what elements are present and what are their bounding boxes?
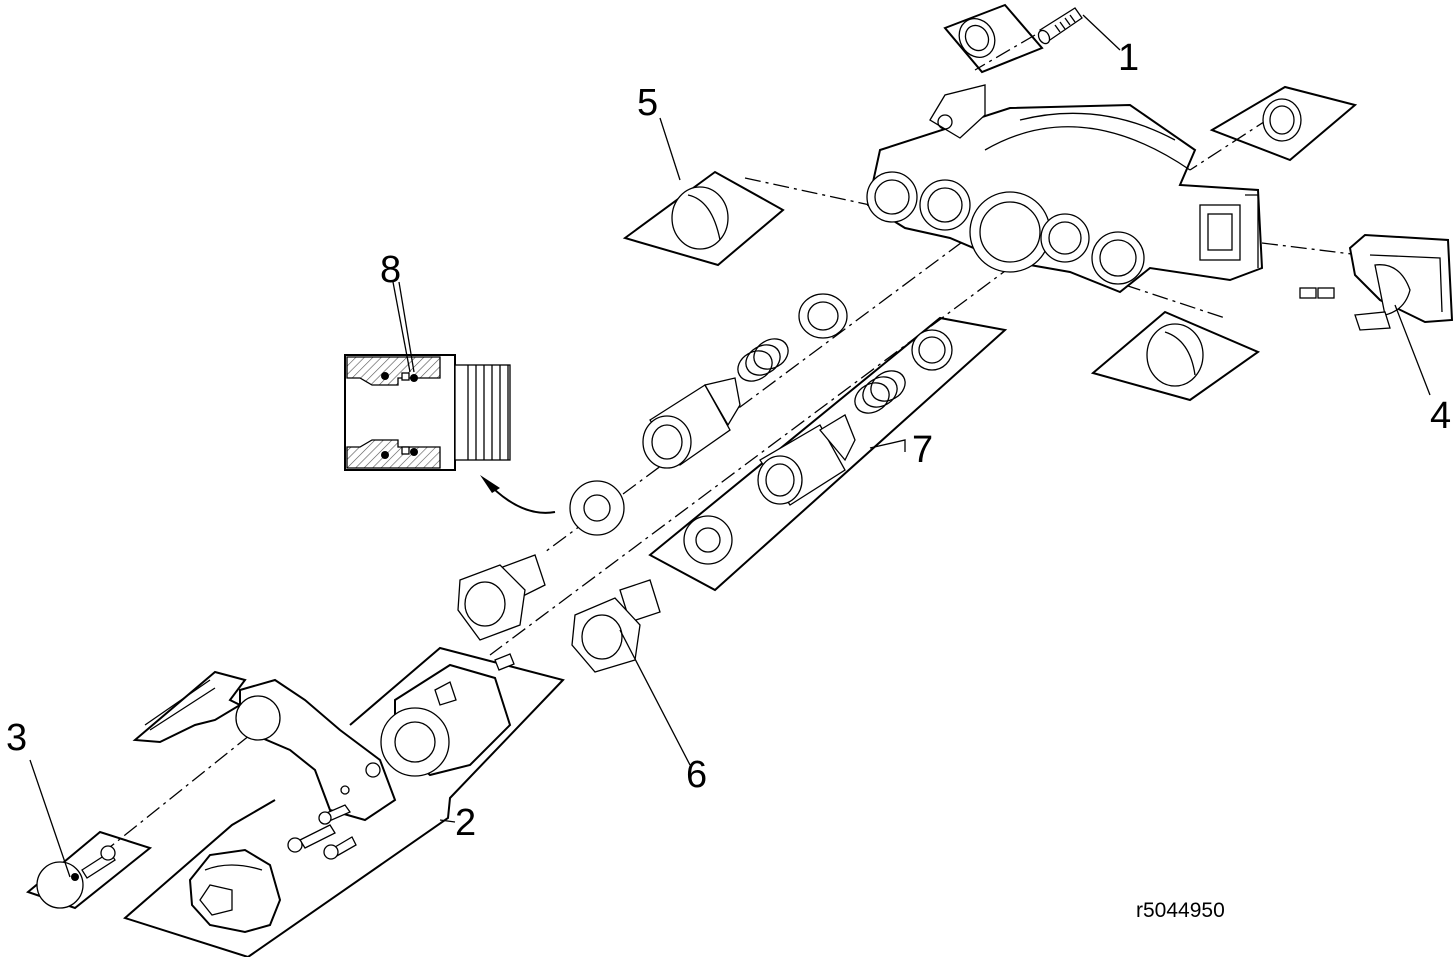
part-4-clip bbox=[1299, 233, 1454, 396]
callout-labels: 1 2 3 4 5 6 7 8 r5044950 bbox=[6, 37, 1451, 922]
part-7-check-valve bbox=[648, 316, 1008, 592]
callout-6: 6 bbox=[686, 754, 707, 796]
part-1-pin-plug bbox=[943, 3, 1121, 74]
part-8-section-view bbox=[344, 281, 556, 514]
part-3-ball-screw bbox=[25, 759, 153, 910]
callout-7: 7 bbox=[912, 429, 933, 471]
callout-8: 8 bbox=[380, 249, 401, 291]
callout-4: 4 bbox=[1430, 395, 1451, 437]
callout-2: 2 bbox=[455, 802, 476, 844]
part-2-trigger-assembly bbox=[122, 646, 565, 957]
callout-3: 3 bbox=[6, 717, 27, 759]
callout-1: 1 bbox=[1118, 37, 1139, 79]
valve-manifold-body bbox=[866, 84, 1264, 294]
center-valve-stack bbox=[457, 293, 848, 766]
callout-5: 5 bbox=[637, 82, 658, 124]
part-5-plugs bbox=[622, 85, 1358, 402]
figure-reference-number: r5044950 bbox=[1136, 899, 1225, 922]
